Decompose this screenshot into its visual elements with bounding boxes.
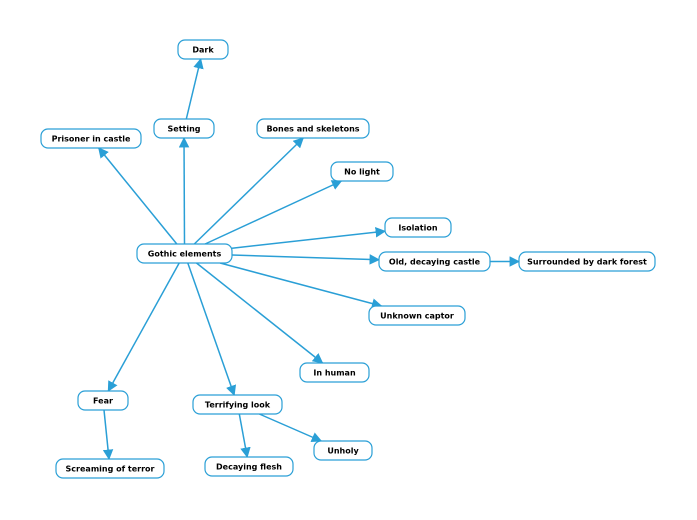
edges-layer xyxy=(98,57,521,461)
node-box-prisoner[interactable] xyxy=(40,128,142,149)
node-box-dark[interactable] xyxy=(177,39,229,60)
node-castle[interactable]: Old, decaying castle xyxy=(378,251,491,272)
edge-fear-to-scream xyxy=(102,409,114,461)
node-label-captor: Unknown captor xyxy=(380,312,454,321)
node-gothic[interactable]: Gothic elements xyxy=(136,243,233,264)
edge-terrifying-to-flesh xyxy=(238,413,251,459)
edge-gothic-to-prisoner xyxy=(98,147,178,245)
edge-gothic-to-terrifying xyxy=(187,262,237,396)
edge-terrifying-to-unholy xyxy=(259,413,323,443)
node-forest[interactable]: Surrounded by dark forest xyxy=(518,251,656,272)
node-box-unholy[interactable] xyxy=(313,440,373,461)
edge-gothic-to-nolight xyxy=(204,180,343,245)
node-label-flesh: Decaying flesh xyxy=(216,463,282,472)
node-label-forest: Surrounded by dark forest xyxy=(527,258,647,267)
node-label-gothic: Gothic elements xyxy=(148,250,222,259)
node-box-castle[interactable] xyxy=(378,251,491,272)
node-box-terrifying[interactable] xyxy=(192,394,283,415)
node-dark[interactable]: Dark xyxy=(177,39,229,60)
node-terrifying[interactable]: Terrifying look xyxy=(192,394,283,415)
node-unholy[interactable]: Unholy xyxy=(313,440,373,461)
node-box-captor[interactable] xyxy=(368,305,466,326)
node-label-inhuman: In human xyxy=(313,369,356,378)
node-box-isolation[interactable] xyxy=(384,217,452,238)
node-box-forest[interactable] xyxy=(518,251,656,272)
edge-gothic-to-fear xyxy=(107,262,180,392)
node-label-setting: Setting xyxy=(168,125,201,134)
node-box-scream[interactable] xyxy=(55,458,165,479)
node-captor[interactable]: Unknown captor xyxy=(368,305,466,326)
node-isolation[interactable]: Isolation xyxy=(384,217,452,238)
edge-gothic-to-captor xyxy=(219,262,383,309)
node-label-prisoner: Prisoner in castle xyxy=(52,135,131,144)
node-flesh[interactable]: Decaying flesh xyxy=(204,456,294,477)
node-box-bones[interactable] xyxy=(256,118,370,139)
node-label-fear: Fear xyxy=(93,397,113,406)
node-label-nolight: No light xyxy=(344,168,380,177)
node-label-isolation: Isolation xyxy=(398,224,437,233)
node-label-terrifying: Terrifying look xyxy=(205,401,271,410)
node-box-flesh[interactable] xyxy=(204,456,294,477)
node-setting[interactable]: Setting xyxy=(153,118,215,139)
node-scream[interactable]: Screaming of terror xyxy=(55,458,165,479)
edge-gothic-to-bones xyxy=(193,137,304,245)
node-prisoner[interactable]: Prisoner in castle xyxy=(40,128,142,149)
node-label-bones: Bones and skeletons xyxy=(266,125,359,134)
edge-gothic-to-setting xyxy=(178,136,190,245)
node-box-gothic[interactable] xyxy=(136,243,233,264)
node-box-fear[interactable] xyxy=(77,390,129,411)
node-fear[interactable]: Fear xyxy=(77,390,129,411)
edge-gothic-to-castle xyxy=(231,254,381,265)
node-box-nolight[interactable] xyxy=(330,161,394,182)
node-label-scream: Screaming of terror xyxy=(66,465,155,474)
node-box-inhuman[interactable] xyxy=(299,362,370,383)
node-bones[interactable]: Bones and skeletons xyxy=(256,118,370,139)
node-inhuman[interactable]: In human xyxy=(299,362,370,383)
edge-gothic-to-isolation xyxy=(231,227,387,249)
node-box-setting[interactable] xyxy=(153,118,215,139)
edge-gothic-to-inhuman xyxy=(196,262,324,364)
node-nolight[interactable]: No light xyxy=(330,161,394,182)
node-label-castle: Old, decaying castle xyxy=(389,258,481,267)
node-label-unholy: Unholy xyxy=(327,447,359,456)
edge-setting-to-dark xyxy=(185,57,204,120)
node-label-dark: Dark xyxy=(192,46,214,55)
